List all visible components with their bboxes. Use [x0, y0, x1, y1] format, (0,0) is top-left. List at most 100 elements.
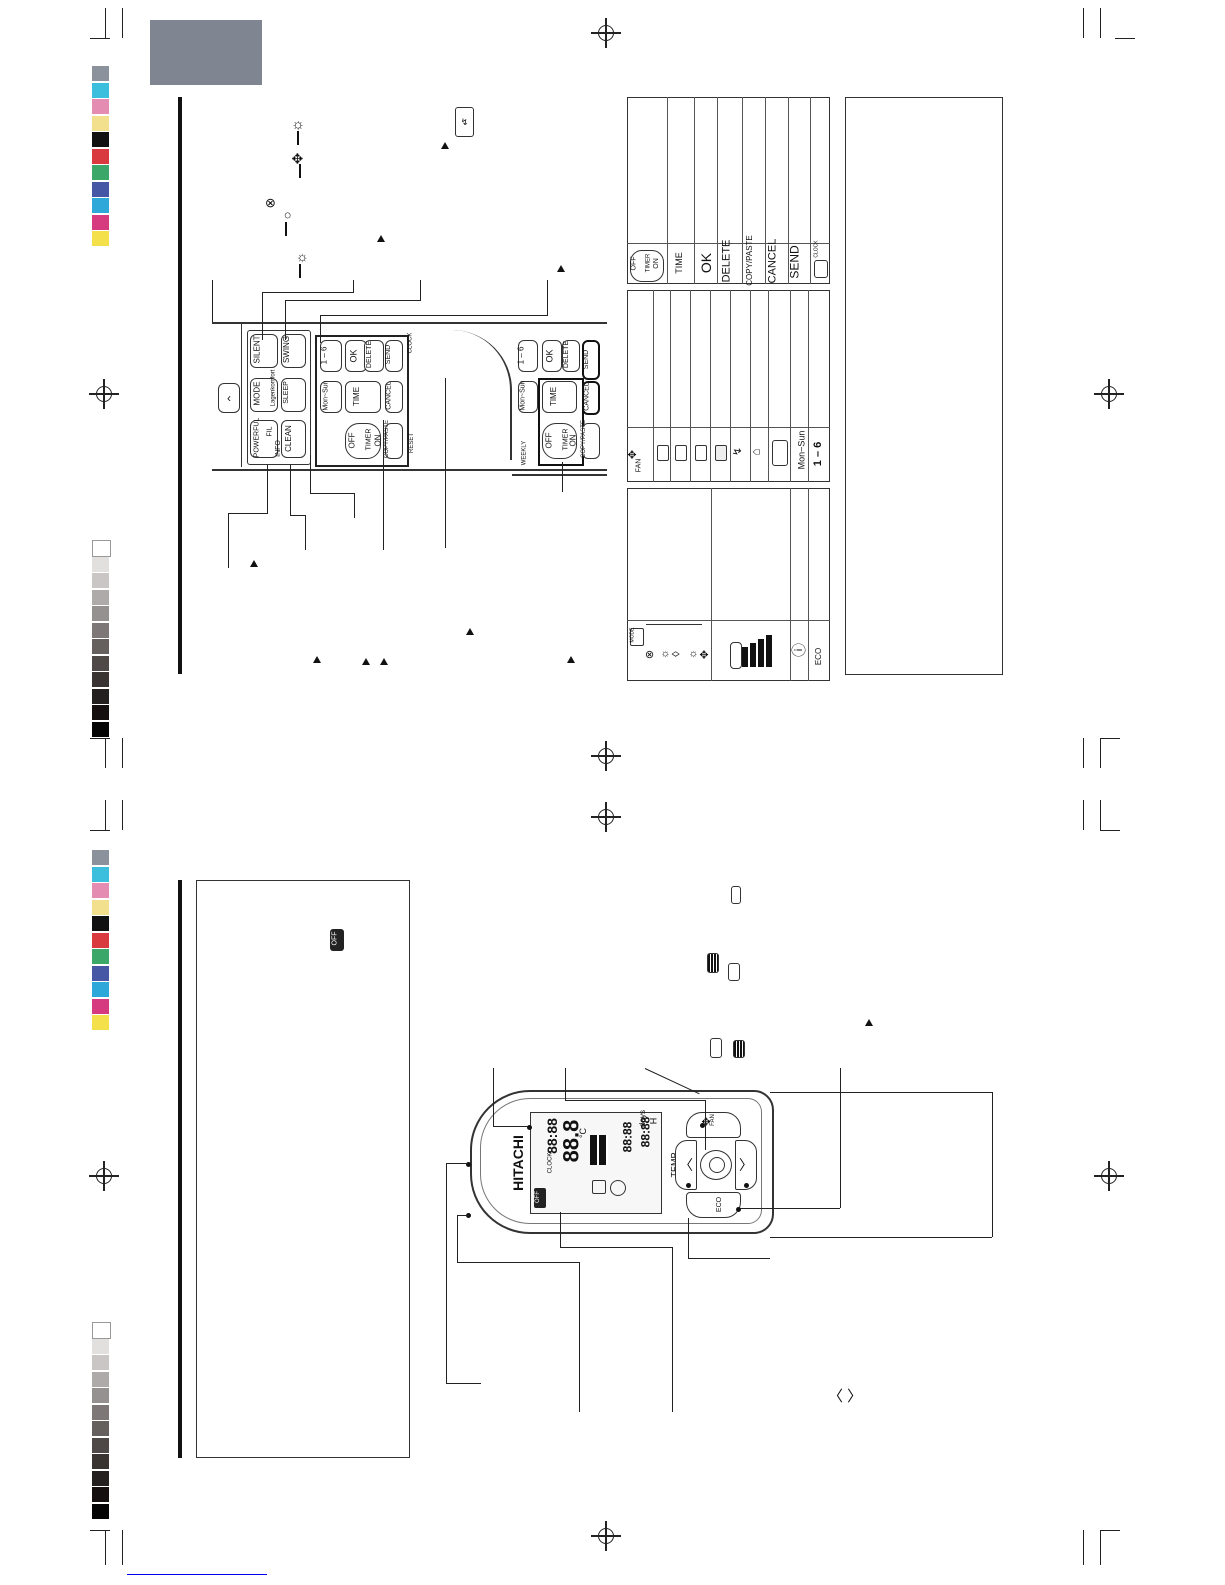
table-rule — [711, 488, 712, 681]
color-swatch — [92, 866, 109, 882]
color-swatch — [92, 214, 109, 230]
temp-down-button[interactable]: 〉 — [735, 1140, 757, 1190]
delete-button-2[interactable]: DELETE — [562, 340, 580, 372]
eco-button[interactable]: ECO — [686, 1192, 741, 1218]
function-key-panel — [247, 330, 311, 465]
mode-label: MODE — [629, 627, 636, 643]
mon-sun-button[interactable]: Mon~Sun — [320, 380, 342, 413]
table-rule — [808, 488, 809, 681]
fan-speed-bars — [730, 627, 775, 669]
silent-icon — [657, 445, 669, 461]
color-swatch — [92, 721, 109, 737]
color-swatch — [92, 1487, 109, 1502]
lcd-timer-digits: 88:88 — [620, 1121, 635, 1153]
cancel-button-2[interactable]: CANCEL — [582, 381, 600, 415]
cancel-button[interactable]: CANCEL — [385, 381, 403, 413]
timer-onoff-button[interactable]: OFF TIMER ON — [345, 423, 383, 459]
time-button[interactable]: TIME — [345, 381, 381, 413]
leader-line — [285, 300, 421, 301]
lcd-days-label: days — [637, 1110, 647, 1127]
swing-icon — [731, 886, 741, 904]
crop-mark — [90, 1530, 110, 1531]
table-rule — [765, 97, 766, 284]
send-button-2[interactable]: SEND — [582, 340, 600, 380]
auto-mode-icon: ⊗ — [644, 649, 657, 660]
send-button[interactable]: SEND — [385, 340, 403, 372]
registration-mark — [591, 802, 621, 832]
color-swatch — [92, 1404, 109, 1420]
time-button-2[interactable]: TIME — [542, 381, 577, 413]
swing-label: SWING — [282, 335, 292, 364]
mode-label: MODE — [252, 381, 262, 406]
fan-button[interactable]: ✥ FAN — [686, 1112, 741, 1138]
arrow-icon — [299, 264, 301, 278]
copy-paste-button-2[interactable]: COPY/PASTE — [580, 420, 600, 459]
remote-up-button[interactable]: ‹ — [218, 383, 240, 413]
timer-key-panel — [315, 335, 409, 467]
top-remote — [212, 322, 607, 471]
color-swatch — [92, 655, 109, 671]
lcd-h-label: H — [648, 1117, 659, 1125]
registration-mark — [89, 379, 119, 409]
on-label: ON — [373, 434, 383, 447]
delete-button[interactable]: DELETE — [364, 340, 384, 372]
copy-paste-button[interactable]: COPY/PASTE — [384, 420, 403, 459]
timer-onoff-button-2[interactable]: OFF TIMER ON — [542, 423, 578, 459]
silent-button[interactable]: SILENT — [250, 334, 278, 368]
sleep-button[interactable]: SLEEP — [281, 378, 306, 412]
color-swatch — [92, 998, 109, 1014]
ok-button-2[interactable]: OK — [542, 340, 562, 372]
color-swatch — [92, 672, 109, 687]
function-table — [627, 290, 830, 482]
registration-mark — [1094, 1161, 1124, 1191]
temp-up-button[interactable]: 〈 — [675, 1140, 697, 1190]
arrow-icon — [285, 222, 287, 236]
mode-button[interactable]: MODE — [250, 378, 278, 412]
table-rule — [694, 97, 695, 284]
leader-line — [992, 1092, 993, 1237]
leader-line — [228, 513, 229, 568]
leader-line — [212, 280, 213, 322]
crop-mark — [1083, 8, 1084, 38]
color-swatch — [92, 949, 109, 964]
crop-mark — [90, 738, 110, 739]
one-six-button-2[interactable]: 1 – 6 — [516, 340, 538, 372]
info-icon — [695, 445, 707, 461]
leader-line — [290, 465, 291, 515]
on-label: ON — [652, 258, 660, 269]
one-six-button[interactable]: 1 – 6 — [319, 340, 342, 372]
fil-label: FIL — [266, 426, 274, 437]
leader-line — [457, 1215, 458, 1262]
arrow-icon — [299, 164, 301, 178]
info-label: INFO — [274, 440, 282, 457]
filter-icon — [715, 445, 727, 461]
dry-icon: ◊ — [670, 651, 683, 657]
clean-button[interactable]: CLEAN — [281, 420, 306, 458]
lcd-off-badge: OFF — [534, 1188, 546, 1208]
swing-icon: ↯ — [455, 107, 474, 137]
cancel-label: CANCEL — [385, 381, 393, 410]
leader-line — [320, 315, 548, 316]
table-rule — [808, 290, 809, 482]
crop-mark — [105, 1530, 106, 1565]
one-six-label: 1 – 6 — [319, 346, 329, 365]
powerful-button[interactable]: POWERFUL — [250, 418, 278, 458]
cancel-label: CANCEL — [583, 382, 591, 411]
leader-line — [310, 455, 311, 493]
color-swatch — [92, 1470, 109, 1486]
heat-icon: ☼ — [659, 648, 672, 660]
crop-mark — [1100, 738, 1120, 739]
table-rule — [653, 290, 654, 482]
table-rule — [627, 427, 830, 428]
power-button[interactable] — [700, 1150, 732, 1180]
color-swatch — [92, 606, 109, 621]
lcd-timer-icon — [610, 1180, 626, 1196]
color-swatch — [92, 132, 109, 147]
off-badge: OFF — [330, 929, 344, 951]
crop-mark — [1100, 8, 1101, 38]
leader-line — [579, 1262, 580, 1412]
dot-marker — [744, 1183, 749, 1188]
mon-sun-button-2[interactable]: Mon~Sun — [518, 380, 538, 413]
copy-paste-label: COPY/PASTE — [580, 420, 587, 458]
sleep-label: SLEEP — [282, 381, 290, 404]
